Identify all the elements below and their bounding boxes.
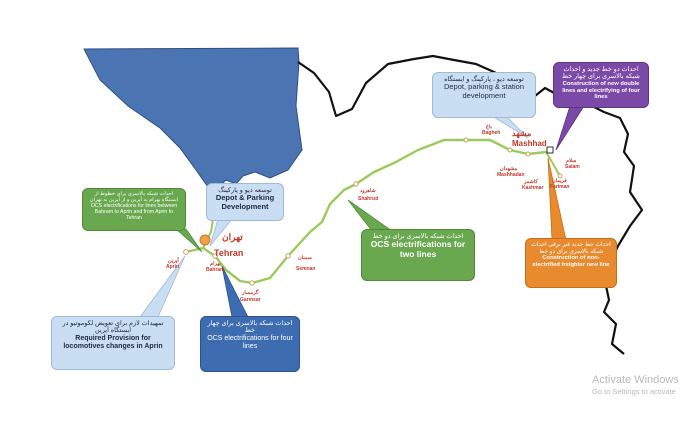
station-bahram-en: Bahram [206,267,225,273]
station-kashmar-fa: کاشمر [523,179,538,185]
station-bagheh-en: Bagheh [482,130,500,136]
station-markers [183,137,563,286]
callout-text-fa: احداث شبکه بالاسری برای چهار خط [207,320,293,335]
callout-text-fa: احداث خط جدید غیر برقی احداث شبکه بالاسر… [531,242,611,255]
callout-text-en: Construction of non-electrified freighte… [532,255,610,268]
station-aprin-marker [183,249,189,255]
station-semnan-marker [285,253,291,259]
callout-text-en: Construction of new double lines and ele… [562,80,640,101]
station-aprin-fa: آپرین [168,257,179,264]
callout-ocs-four-lines: احداث شبکه بالاسری برای چهار خط OCS elec… [200,316,300,372]
station-kashmar-en: Kashmar [522,185,543,191]
callout-depot-parking-tehran: توسعه دپو و پارکینگ Depot & Parking Deve… [206,183,284,221]
railway-line [185,138,553,285]
city-tehran-en: Tehran [214,248,243,258]
station-fariman-en: Fariman [550,184,569,190]
callout-text-en: Required Provision for locomotives chang… [63,334,163,350]
station-salam-marker [557,173,563,179]
callout-text-fa: توسعه دپو و پارکینگ [218,187,272,194]
station-mashhadan-marker [507,147,513,153]
station-mashhadan-en: Mashhadan [497,172,525,178]
city-mashhad-fa: مشهد [512,129,531,139]
station-garmsar-marker [249,280,255,286]
callout-text-en: Depot, parking & station development [443,82,525,101]
callout-text-en: OCS electrifications for four lines [207,334,293,350]
callout-freighter-line: احداث خط جدید غیر برقی احداث شبکه بالاسر… [525,238,617,288]
callout-text-fa: توسعه دپو ، پارکینگ و ایستگاه [444,76,524,83]
station-bagheh-marker [463,137,469,143]
station-bahram-marker [212,253,218,259]
callout-ocs-two-lines: احداث شبکه بالاسری برای دو خط OCS electr… [361,229,475,281]
city-mashhad-en: Mashhad [512,139,547,148]
station-garmsar-fa: گرمسار [241,289,259,296]
pointer-double [555,105,585,151]
callout-locomotive-provision: تمهیدات لازم برای تعویض لکوموتیو در ایست… [51,316,175,370]
callout-text-fa: تمهیدات لازم برای تعویض لکوموتیو در ایست… [62,320,164,335]
callout-new-double-lines: احداث دو خط جدید و احداث شبکه بالاسری بر… [553,62,649,108]
station-garmsar-en: Garmsar [240,297,261,303]
station-semnan-fa: سمنان [298,255,312,261]
station-salam-fa: سلام [566,158,576,164]
station-salam-en: Salam [565,164,580,170]
station-aprin-en: Aprin [166,264,179,270]
activate-windows-watermark: Activate Windows Go to Settings to activ… [592,374,679,396]
watermark-line-2: Go to Settings to activate [592,387,676,396]
callout-depot-station-mashhad: توسعه دپو ، پارکینگ و ایستگاه Depot, par… [432,72,536,118]
station-shahrud-en: Shahrud [358,196,378,202]
railway-spur-east [545,151,561,177]
mashhad-marker [546,146,554,154]
station-bahram-fa: بهرام [210,261,222,267]
city-tehran-fa: تهران [222,232,243,243]
callout-text-en: Depot & Parking Development [215,193,275,212]
watermark-line-1: Activate Windows [592,374,679,386]
callout-ocs-bahram-aprin: احداث شبکه بالاسری برای خطوط از ایستگاه … [82,188,186,231]
station-shahrud-fa: شاهرود [360,188,376,194]
station-kashmar-marker [525,151,531,157]
callout-text-fa: احداث شبکه بالاسری برای خطوط از ایستگاه … [89,191,179,203]
caspian-sea [83,47,303,189]
station-bagheh-fa: باغ [486,124,493,130]
station-semnan-en: Semnan [296,266,315,272]
station-shahrud-marker [353,181,359,187]
pointer-ocs-two [347,199,394,232]
station-fariman-fa: فریمان [552,178,567,184]
callout-text-en: OCS electrifications for two lines [370,239,466,260]
station-mashhadan-fa: مشهدان [500,166,517,172]
pointer-ocs-aprin [174,228,203,253]
callout-text-fa: احداث دو خط جدید و احداث شبکه بالاسری بر… [562,66,640,81]
callout-text-en: OCS electrifications for lines between B… [90,202,178,221]
callout-text-fa: احداث شبکه بالاسری برای دو خط [372,233,464,240]
tehran-marker [199,234,211,246]
